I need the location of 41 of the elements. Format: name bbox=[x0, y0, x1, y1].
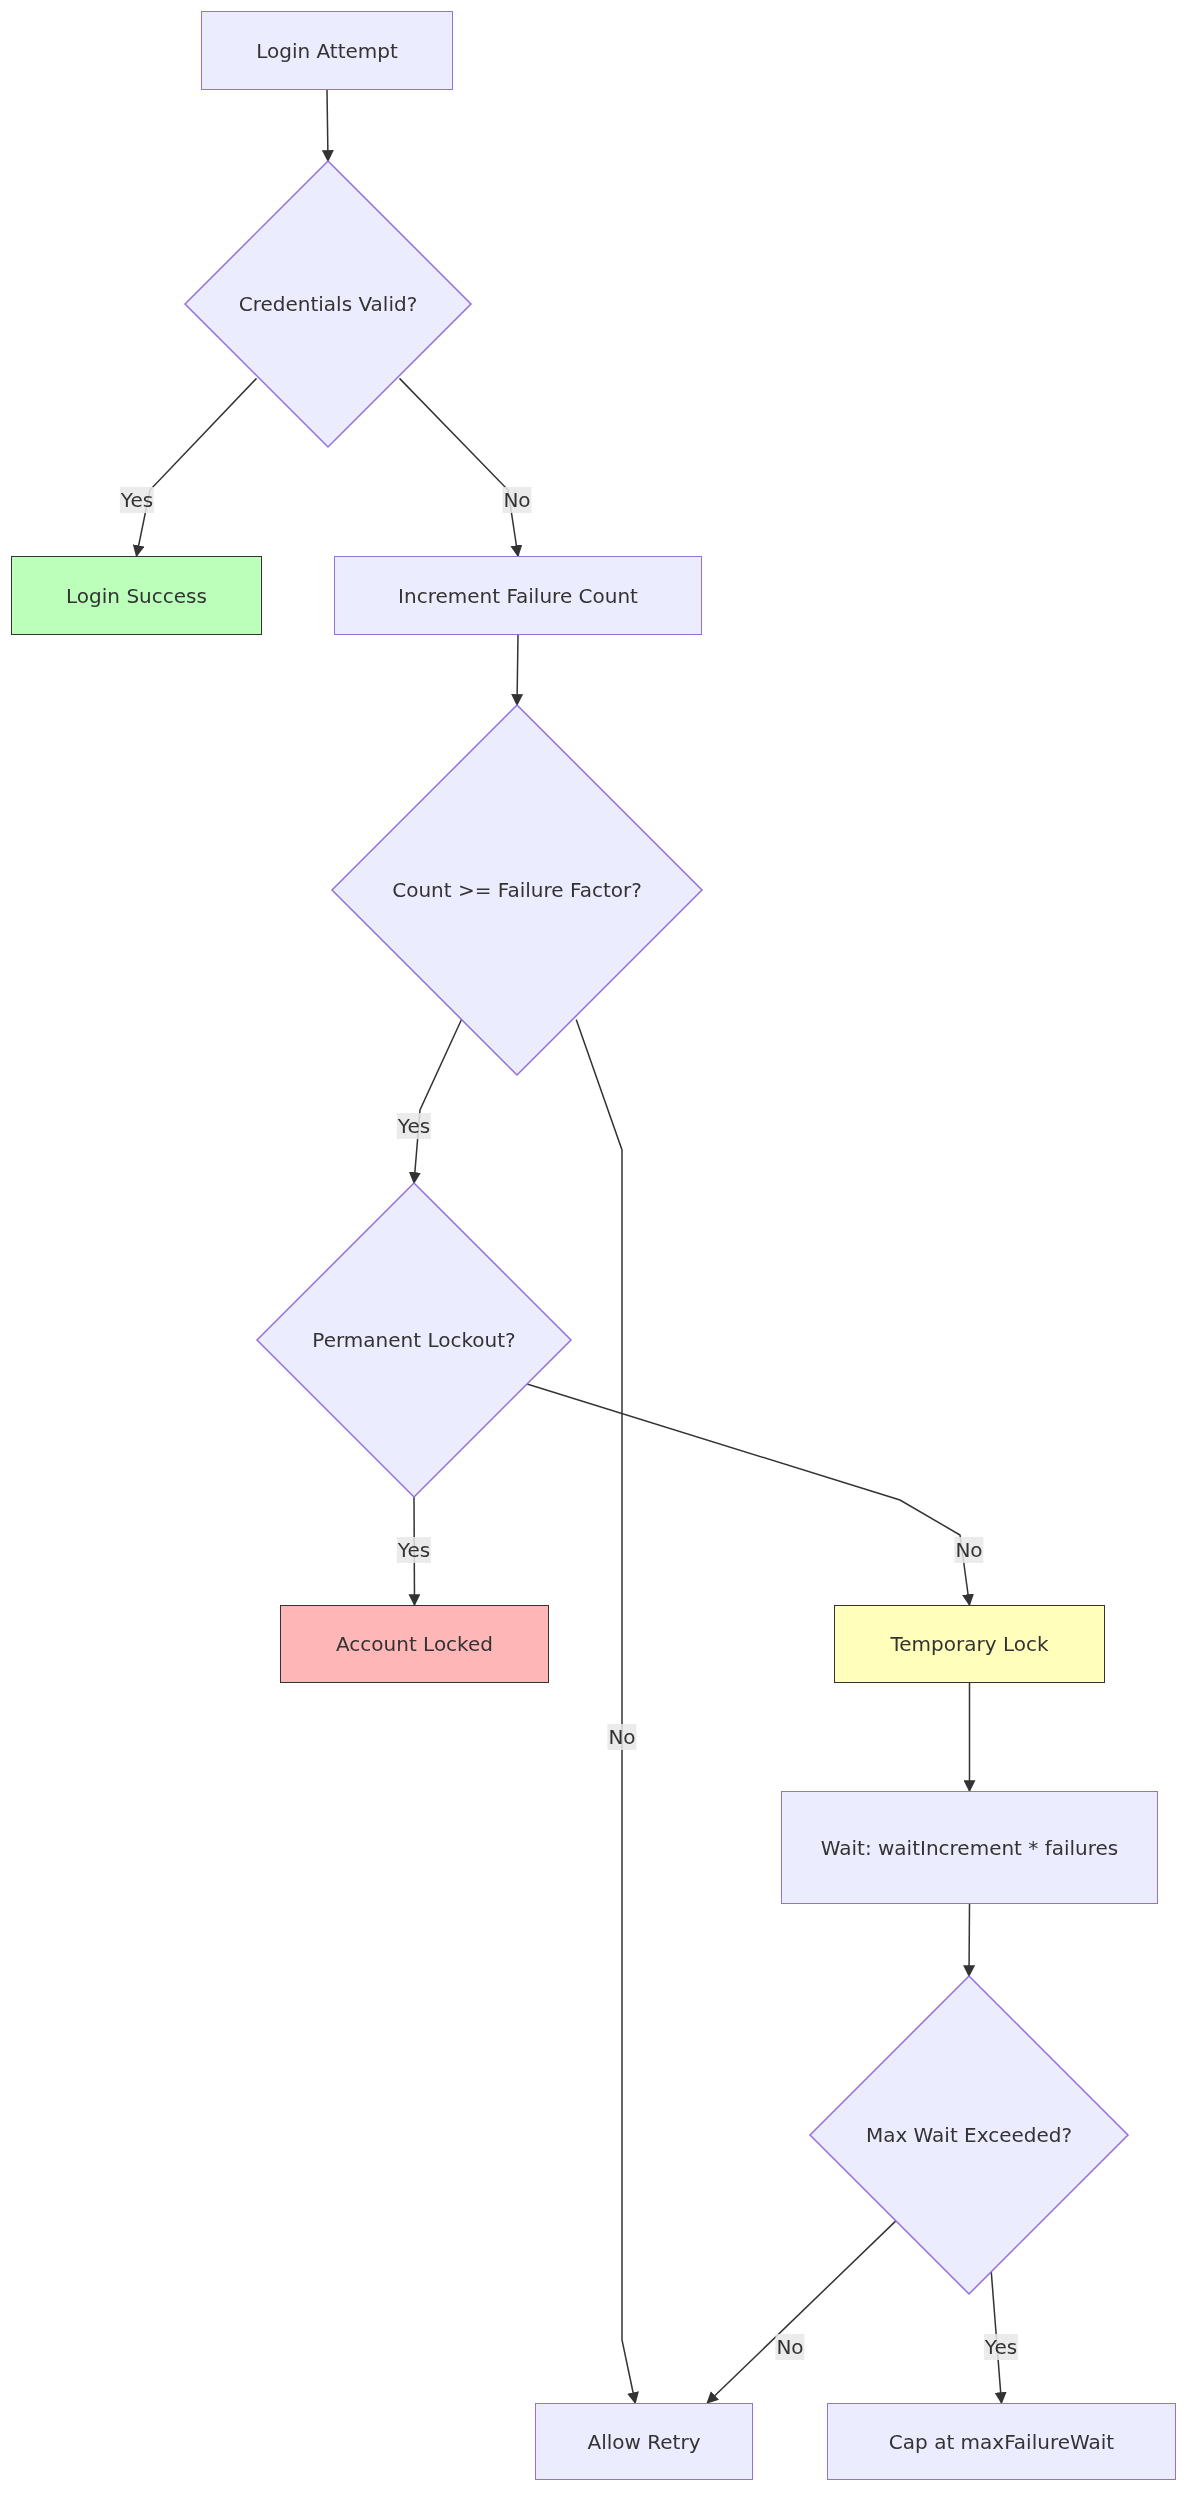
node-label: Count >= Failure Factor? bbox=[392, 877, 642, 904]
decision-diamond bbox=[257, 1183, 571, 1497]
process-box bbox=[334, 556, 702, 635]
node-label: Temporary Lock bbox=[889, 1631, 1050, 1658]
decision-diamond bbox=[332, 705, 702, 1075]
process-box bbox=[827, 2403, 1176, 2480]
node-label: Cap at maxFailureWait bbox=[887, 2428, 1116, 2456]
process-box bbox=[834, 1605, 1105, 1683]
node-label: Increment Failure Count bbox=[397, 582, 639, 610]
arrow bbox=[963, 1682, 976, 1793]
process-box bbox=[781, 1791, 1158, 1904]
arrow bbox=[526, 1383, 974, 1607]
node-label: Max Wait Exceeded? bbox=[865, 2122, 1073, 2149]
node-label: Allow Retry bbox=[586, 2428, 702, 2456]
edge-label: Yes bbox=[396, 1537, 432, 1563]
node-label: Permanent Lockout? bbox=[312, 1327, 516, 1354]
edge-label: Yes bbox=[396, 1113, 432, 1139]
edge-label: Yes bbox=[119, 487, 155, 513]
node-label: Credentials Valid? bbox=[238, 291, 418, 318]
process-box bbox=[11, 556, 262, 635]
process-box bbox=[201, 11, 453, 90]
edge-label: No bbox=[502, 487, 532, 513]
arrow bbox=[575, 1018, 639, 2405]
edge-label: No bbox=[954, 1537, 984, 1563]
node-label: Wait: waitIncrement * failures bbox=[819, 1834, 1120, 1862]
arrow bbox=[511, 634, 524, 707]
process-box bbox=[535, 2403, 753, 2480]
edge-label: No bbox=[607, 1724, 637, 1750]
decision-diamond bbox=[810, 1976, 1128, 2294]
process-box bbox=[280, 1605, 549, 1683]
decision-diamond bbox=[185, 161, 471, 447]
node-label: Login Attempt bbox=[255, 37, 399, 65]
arrow bbox=[963, 1903, 976, 1978]
arrow bbox=[706, 2220, 897, 2404]
arrow bbox=[321, 89, 334, 163]
arrow bbox=[398, 377, 523, 558]
arrow bbox=[132, 377, 258, 558]
node-label: Login Success bbox=[65, 582, 208, 610]
edge-label: Yes bbox=[983, 2334, 1019, 2360]
edge-label: No bbox=[775, 2334, 805, 2360]
node-label: Account Locked bbox=[335, 1631, 494, 1658]
